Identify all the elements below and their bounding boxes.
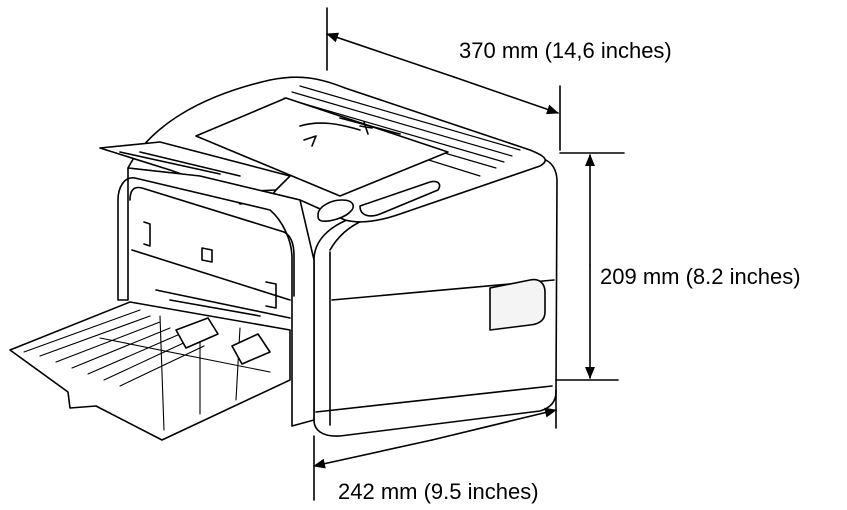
printer-front-slot-icon	[201, 247, 213, 263]
width-dimension-line-right	[453, 76, 559, 115]
depth-dimension-line-left	[313, 439, 433, 469]
printer-front-clip-right	[265, 281, 277, 309]
width-label: 370 mm (14,6 inches)	[459, 38, 672, 63]
printer-top-ribs	[267, 85, 521, 177]
depth-dimension-line-right	[431, 407, 557, 441]
width-dimension	[326, 7, 561, 151]
printer-paper-guide-2	[231, 333, 271, 365]
printer-front-face	[117, 167, 315, 427]
printer-input-tray	[9, 301, 291, 441]
width-dimension-line	[326, 32, 455, 78]
printer-paper-guide	[175, 317, 219, 349]
depth-label: 242 mm (9.5 inches)	[338, 479, 539, 504]
printer-input-tray-ribs	[23, 309, 271, 431]
printer-cartridge-rollers	[299, 117, 401, 147]
depth-dimension	[313, 389, 557, 501]
printer-control-panel	[359, 180, 441, 217]
printer-drawing	[9, 76, 558, 441]
printer-cartridge-opening	[195, 97, 449, 197]
printer-front-panel	[129, 186, 295, 301]
printer-front-clip-left	[143, 221, 151, 247]
printer-button-oval	[317, 199, 355, 222]
printer-base	[315, 385, 553, 413]
printer-tray-slot	[155, 289, 291, 319]
height-dimension	[555, 152, 625, 381]
printer-handle-recess	[489, 278, 546, 331]
height-label: 209 mm (8.2 inches)	[600, 264, 801, 289]
